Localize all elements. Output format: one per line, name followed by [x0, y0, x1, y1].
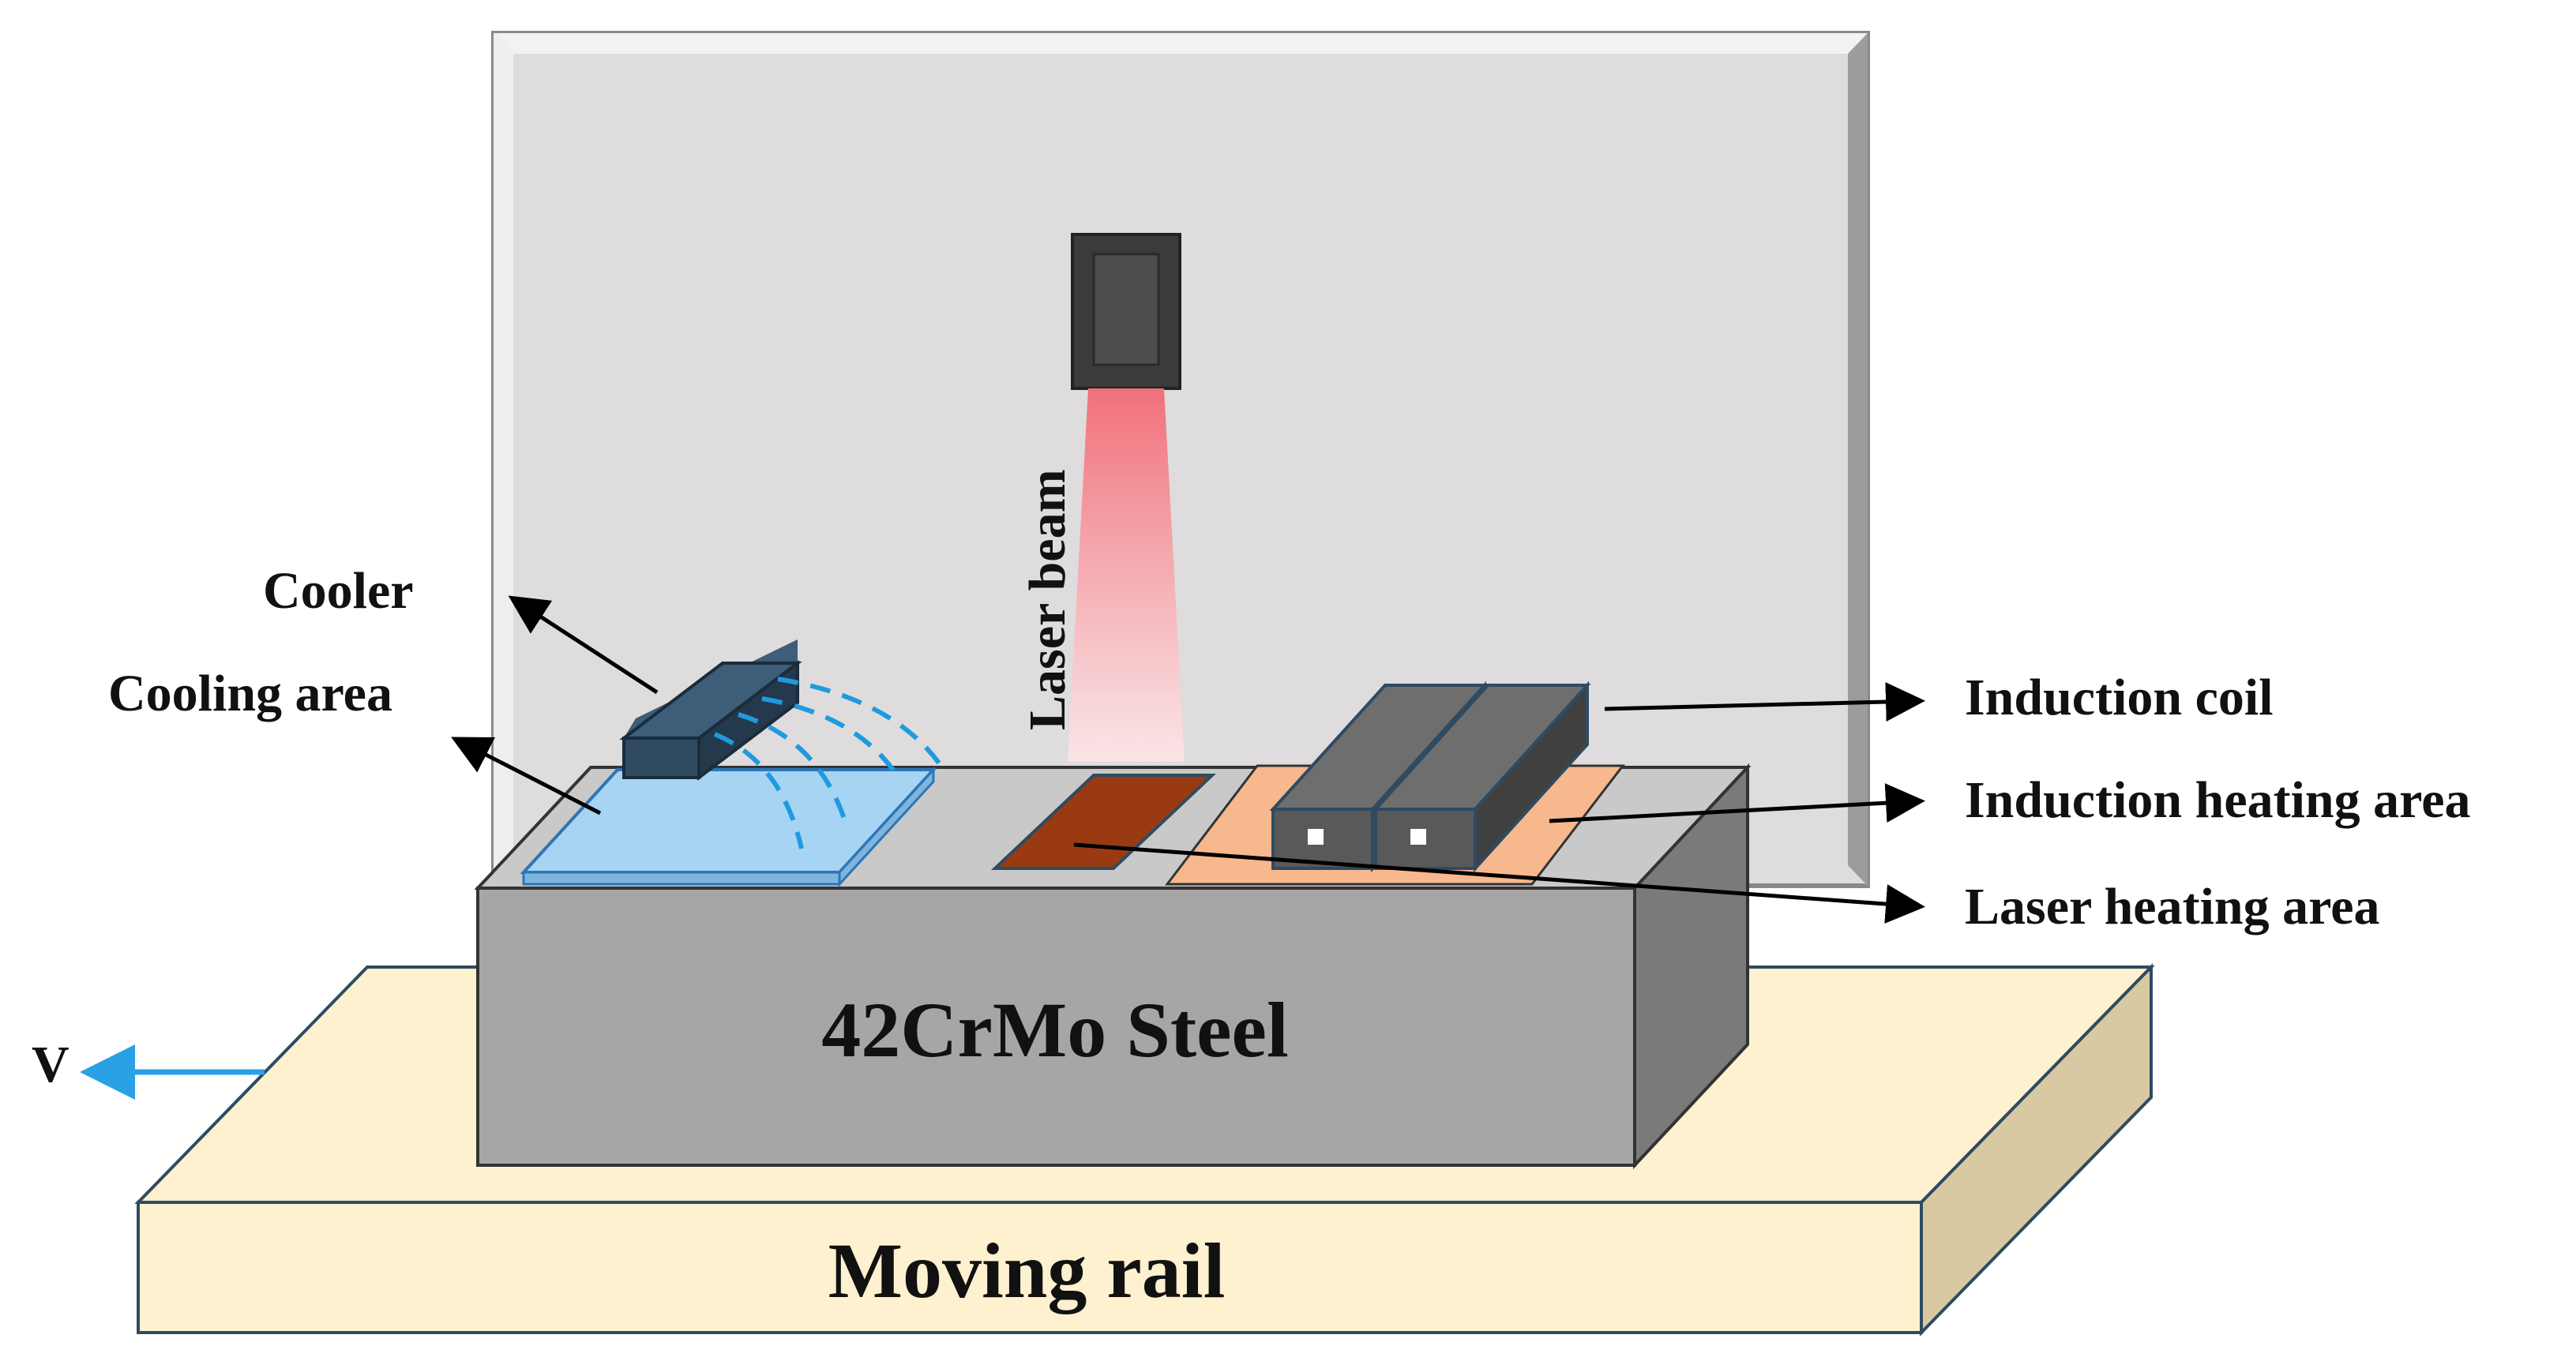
- induction-heating-area-arrow: [1549, 783, 1925, 823]
- laser-heating-area: [990, 774, 1217, 870]
- cooling-spray: [713, 677, 946, 849]
- workpiece-label: 42CrMo Steel: [821, 986, 1288, 1074]
- induction-coil-right: [1372, 680, 1591, 873]
- cooler: [619, 639, 802, 782]
- laser-heating-area-label: Laser heating area: [1965, 878, 2380, 935]
- rail-label: Moving rail: [828, 1227, 1226, 1314]
- laser-head: [1071, 233, 1181, 390]
- induction-heating-area-label: Induction heating area: [1965, 771, 2471, 829]
- cooling-area-arrow: [451, 737, 602, 815]
- laser-beam-label: Laser beam: [1019, 469, 1076, 730]
- induction-coil-arrow: [1604, 682, 1925, 722]
- cooler-arrow: [508, 595, 659, 695]
- laser-beam: [1068, 388, 1185, 762]
- cooling-area-label: Cooling area: [108, 665, 392, 722]
- velocity-label: V: [32, 1036, 69, 1093]
- leader-arrows: [451, 595, 1925, 924]
- laser-heating-area-arrow: [1073, 842, 1925, 924]
- induction-coil-label: Induction coil: [1965, 669, 2274, 726]
- cooling-area: [520, 767, 937, 887]
- cooler-label: Cooler: [263, 562, 414, 620]
